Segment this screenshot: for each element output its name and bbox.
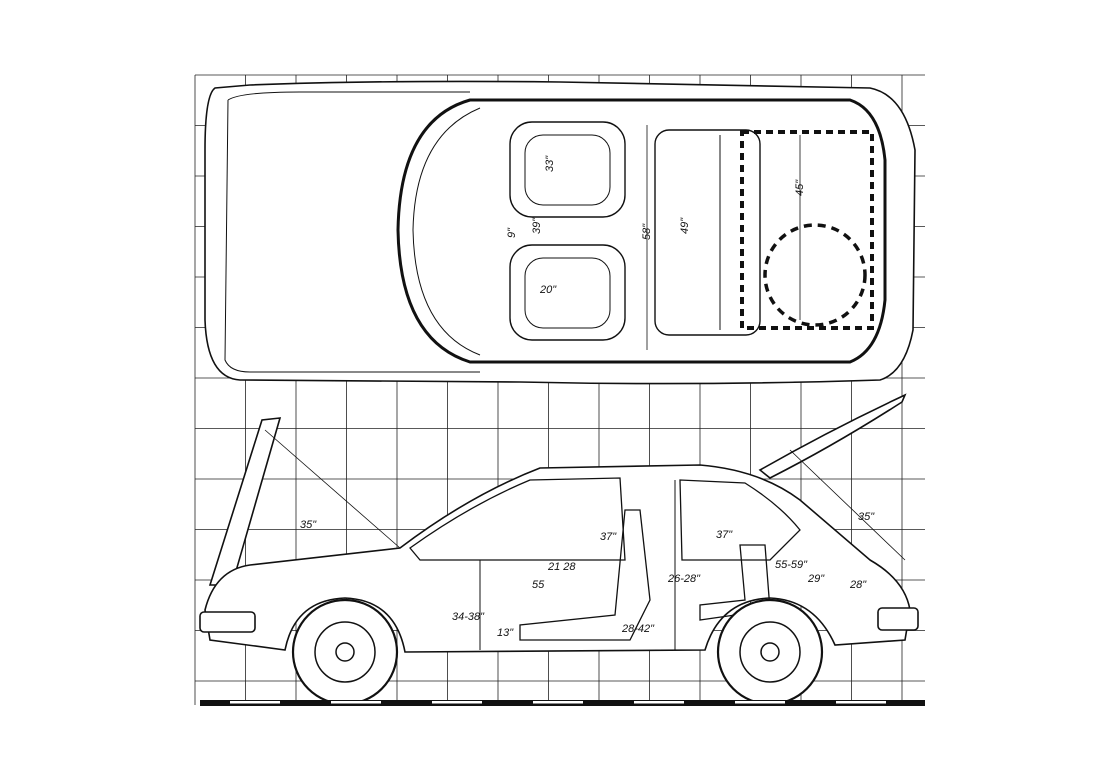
dim-cargo-length: 55-59" <box>775 559 808 571</box>
side-window-front <box>409 477 626 561</box>
scale-tick <box>836 701 886 704</box>
dim-front-headroom: 55 <box>532 579 545 591</box>
rear-wheel <box>716 598 824 706</box>
dim-pedal-height: 13" <box>497 627 514 639</box>
top-body-inner <box>224 91 480 373</box>
dim-front-legroom: 21 28 <box>547 561 576 573</box>
rear-seat-side <box>699 544 771 621</box>
front-wheel <box>291 598 399 706</box>
seat-front-right-inner <box>524 134 611 206</box>
dim-rear-seat-width: 49" <box>679 217 691 234</box>
raised-hatch <box>758 393 907 479</box>
top-windshield <box>412 107 481 356</box>
rear-bumper <box>877 607 919 631</box>
scale-tick <box>735 701 785 704</box>
top-roof <box>396 98 887 364</box>
dim-mid: 26-28" <box>667 573 701 585</box>
side-window-rear <box>679 479 801 561</box>
dim-cargo-width: 45" <box>794 179 806 196</box>
dim-seat-width: 20" <box>539 284 557 296</box>
ground-scale-bar <box>200 700 925 706</box>
hood-arc <box>264 429 401 549</box>
dim-pedal: 34-38" <box>452 611 485 623</box>
side-view <box>199 393 919 706</box>
hatch-arc <box>789 449 906 561</box>
cargo-area-dashed <box>740 130 874 330</box>
dim-seat-rear: 39" <box>531 217 543 234</box>
dim-hood-angle: 35" <box>300 519 317 531</box>
dim-rear-headroom: 37" <box>600 531 617 543</box>
dim-cabin-width: 58" <box>641 223 653 240</box>
door-lines <box>479 480 676 650</box>
scale-tick <box>331 701 381 704</box>
front-bumper <box>199 611 256 633</box>
front-seat-side <box>519 509 651 641</box>
rear-bench <box>654 129 761 336</box>
seat-front-left-inner <box>524 257 611 329</box>
dim-rear-height: 28" <box>849 579 867 591</box>
raised-hood <box>208 417 282 586</box>
dim-hatch-angle: 35" <box>858 511 875 523</box>
scale-tick <box>432 701 482 704</box>
dim-seat-front: 33" <box>544 155 556 172</box>
seat-front-left <box>509 244 626 341</box>
dim-rear-headroom-b: 37" <box>716 529 733 541</box>
scale-tick <box>533 701 583 704</box>
scale-tick <box>634 701 684 704</box>
dim-gap: 9" <box>506 227 518 238</box>
top-view <box>204 80 916 385</box>
scale-tick <box>230 701 280 704</box>
spare-tire-dashed <box>763 223 867 327</box>
seat-front-right <box>509 121 626 218</box>
dimension-labels: 33" 20" 9" 39" 58" 49" 45" 35" 35" 21 28… <box>300 155 875 639</box>
dim-seat: 28-42" <box>621 623 655 635</box>
dim-cargo-depth: 29" <box>807 573 825 585</box>
